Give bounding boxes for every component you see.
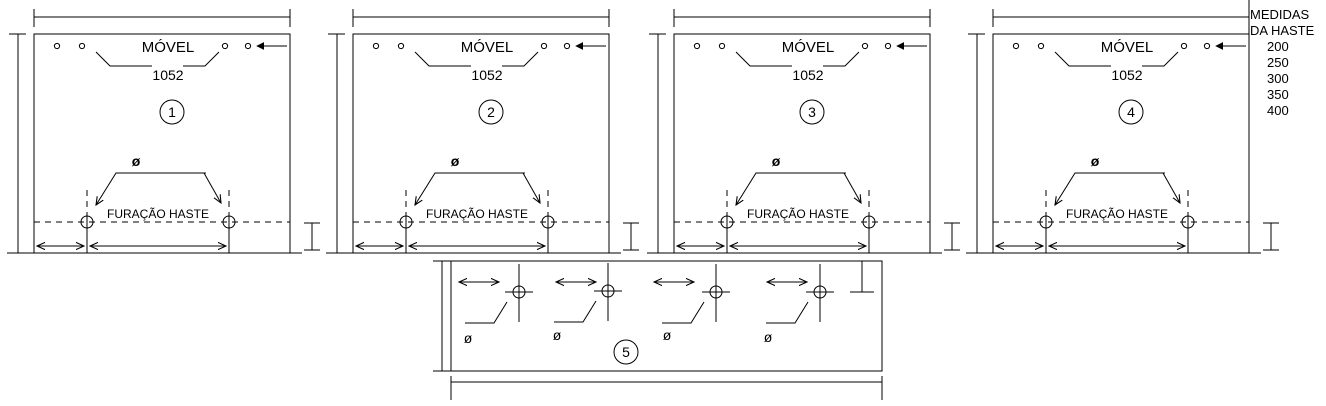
haste-hole	[222, 215, 236, 229]
small-hole	[397, 42, 405, 50]
panel-outline	[450, 260, 883, 372]
diameter-symbol: ø	[464, 330, 473, 346]
haste-table-title-line2: DA HASTE	[1250, 23, 1315, 38]
haste-hole	[720, 215, 734, 229]
haste-hole	[862, 215, 876, 229]
diameter-leader	[1162, 172, 1180, 203]
haste-value-300: 300	[1267, 71, 1289, 86]
diameter-leader	[465, 301, 508, 324]
hole-group-2: ø	[553, 263, 622, 343]
diameter-symbol: ø	[451, 153, 460, 169]
diameter-leader	[736, 172, 846, 205]
diameter-leader	[96, 172, 206, 205]
panel-number: 2	[487, 104, 495, 120]
panel-code: 1052	[471, 67, 502, 83]
diameter-leader	[522, 172, 540, 203]
haste-hole	[1181, 215, 1195, 229]
haste-hole	[813, 285, 827, 299]
leader-line-left	[735, 51, 792, 67]
panel-title: MÓVEL	[142, 39, 195, 56]
small-hole	[1203, 42, 1211, 50]
diameter-symbol: ø	[1091, 153, 1100, 169]
panel-number: 3	[808, 104, 816, 120]
leader-line-right	[823, 51, 860, 67]
leader-line-right	[502, 51, 539, 67]
small-hole	[693, 42, 701, 50]
diameter-symbol: ø	[553, 327, 562, 343]
diameter-symbol: ø	[132, 153, 141, 169]
diameter-symbol: ø	[663, 327, 672, 343]
diameter-leader	[843, 172, 861, 203]
small-hole	[861, 42, 869, 50]
haste-hole	[399, 215, 413, 229]
haste-hole	[80, 215, 94, 229]
hole-label: FURAÇÃO HASTE	[107, 207, 209, 221]
panel-number-circle	[799, 99, 825, 125]
small-hole	[540, 42, 548, 50]
panel-number-circle	[159, 99, 185, 125]
diameter-leader	[203, 172, 221, 203]
small-hole	[244, 42, 252, 50]
haste-hole	[1039, 215, 1053, 229]
leader-line-right	[1142, 51, 1179, 67]
haste-value-200: 200	[1267, 39, 1289, 54]
hole-group-1: ø	[459, 264, 533, 346]
diameter-symbol: ø	[764, 329, 773, 345]
small-hole	[563, 42, 571, 50]
leader-line-left	[414, 51, 471, 67]
panel-5: ø ø ø ø 5	[433, 260, 883, 400]
small-hole	[372, 42, 380, 50]
hole-group-4: ø	[764, 264, 834, 345]
leader-line-left	[1054, 51, 1111, 67]
diameter-symbol: ø	[772, 153, 781, 169]
panel-title: MÓVEL	[782, 39, 835, 56]
panel-code: 1052	[152, 67, 183, 83]
haste-hole	[541, 215, 555, 229]
diameter-leader	[766, 301, 809, 324]
small-hole	[78, 42, 86, 50]
hole-group-3: ø	[654, 264, 730, 343]
haste-measures-table: MEDIDAS DA HASTE 200 250 300 350 400	[1250, 7, 1314, 119]
haste-hole	[512, 285, 526, 299]
leader-line-right	[183, 51, 220, 67]
hole-label: FURAÇÃO HASTE	[1066, 207, 1168, 221]
diameter-leader	[662, 301, 705, 324]
haste-value-350: 350	[1267, 87, 1289, 102]
small-hole	[53, 42, 61, 50]
small-hole	[1037, 42, 1045, 50]
hole-label: FURAÇÃO HASTE	[426, 207, 528, 221]
panel-number: 1	[168, 104, 176, 120]
haste-value-400: 400	[1267, 103, 1289, 118]
panel-number: 4	[1127, 104, 1135, 120]
panel-title: MÓVEL	[461, 39, 514, 56]
diameter-leader	[415, 172, 525, 205]
panel-code: 1052	[1111, 67, 1142, 83]
small-hole	[884, 42, 892, 50]
panel-number-circle	[1118, 99, 1144, 125]
small-hole	[221, 42, 229, 50]
haste-table-title-line1: MEDIDAS	[1250, 7, 1310, 22]
panel-code: 1052	[792, 67, 823, 83]
small-hole	[718, 42, 726, 50]
diameter-leader	[1055, 172, 1165, 205]
panel-title: MÓVEL	[1101, 39, 1154, 56]
leader-line-left	[95, 51, 152, 67]
haste-hole	[709, 285, 723, 299]
small-hole	[1012, 42, 1020, 50]
panel-number-circle	[613, 339, 639, 365]
haste-hole	[601, 284, 615, 298]
diameter-leader	[554, 300, 597, 323]
hole-label: FURAÇÃO HASTE	[747, 207, 849, 221]
panel-number: 5	[622, 344, 630, 360]
panel-number-circle	[478, 99, 504, 125]
haste-value-250: 250	[1267, 55, 1289, 70]
small-hole	[1180, 42, 1188, 50]
